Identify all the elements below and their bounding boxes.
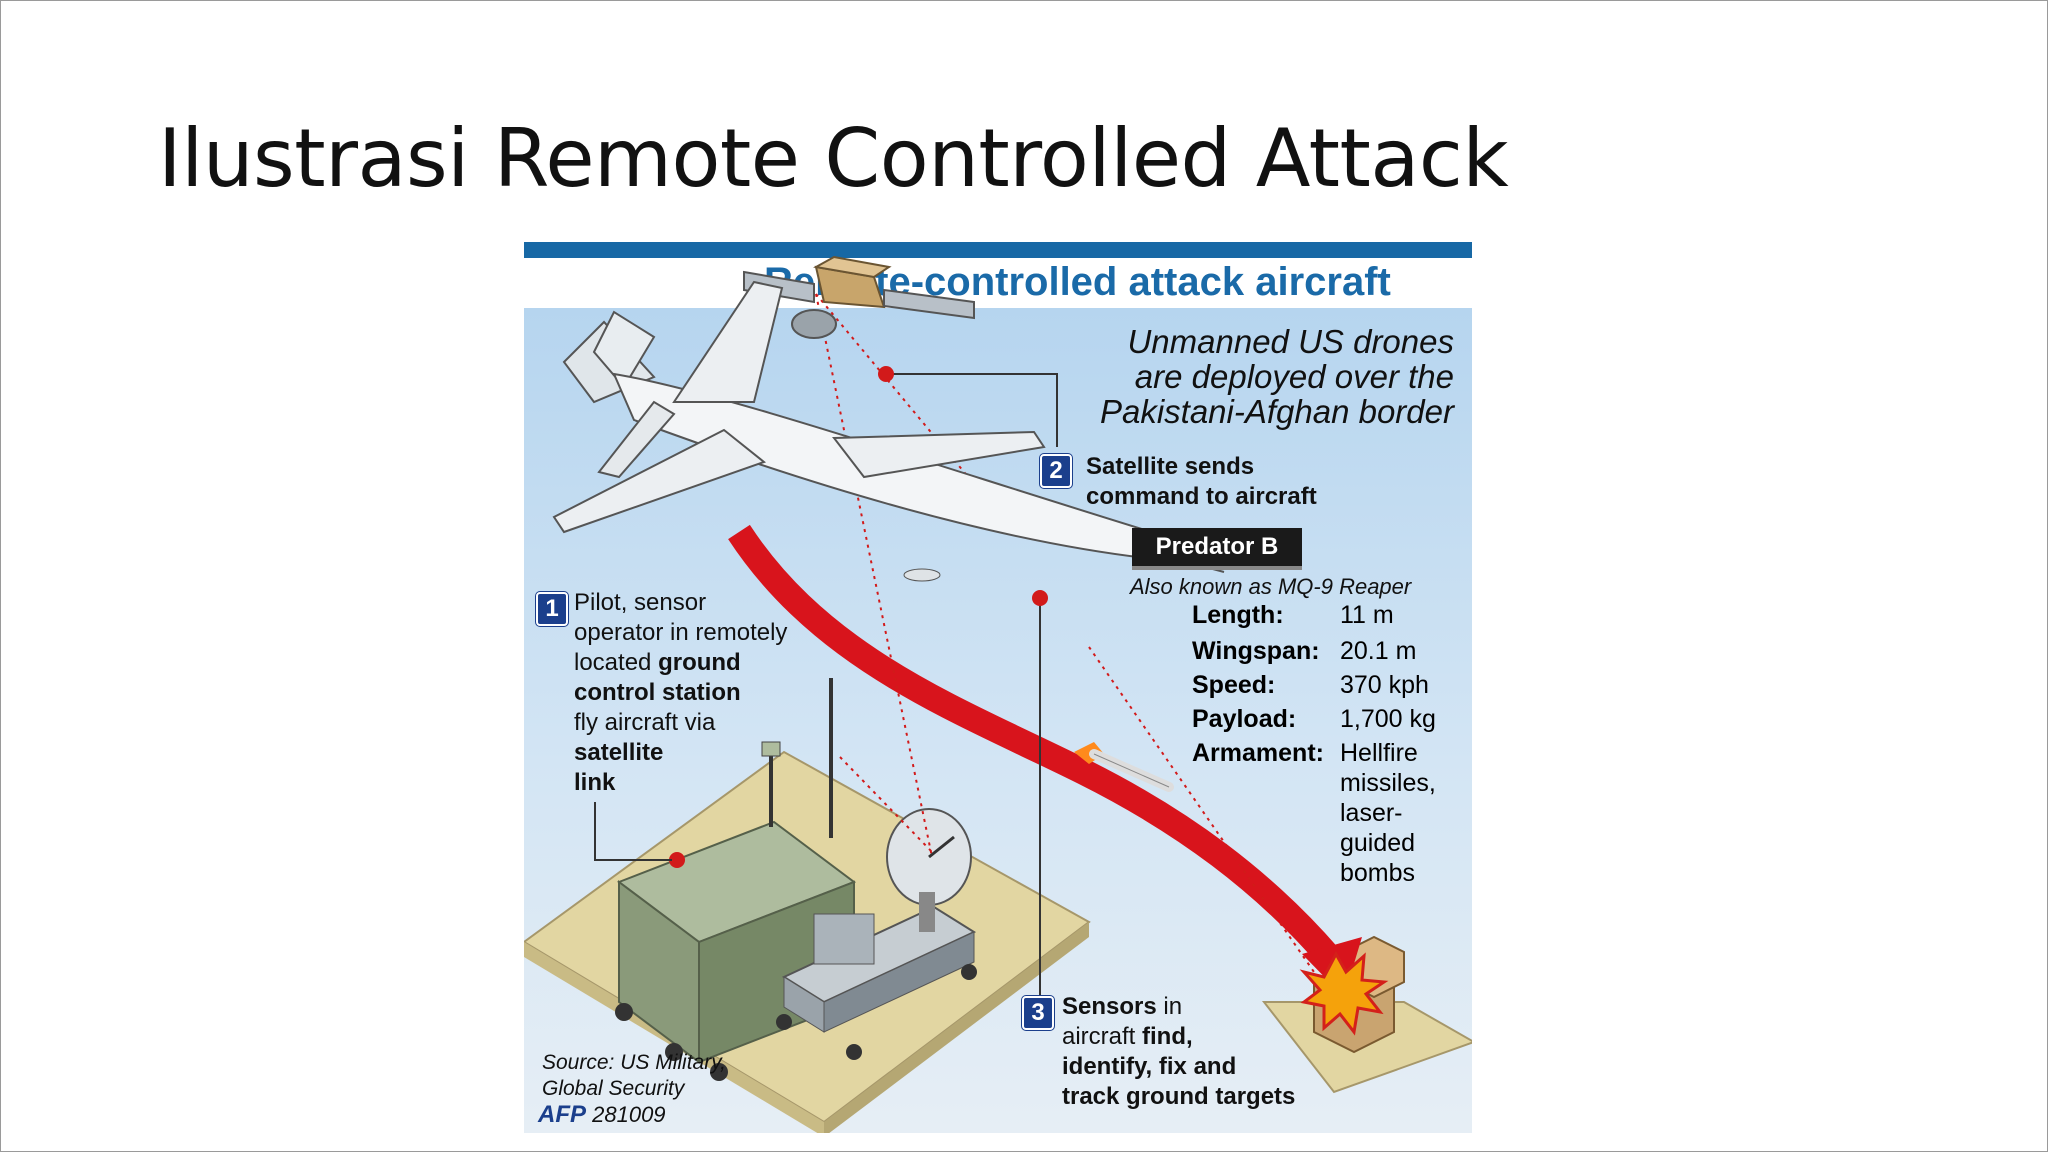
satellite-dish-trailer	[776, 808, 977, 1060]
infographic-subtitle: Unmanned US drones are deployed over the…	[1066, 324, 1454, 429]
target-building	[1261, 935, 1472, 1094]
step-1-line-7: link	[574, 769, 616, 796]
slide-title: Ilustrasi Remote Controlled Attack	[158, 112, 1509, 205]
step-1-line-6: satellite	[574, 739, 664, 766]
step-1-bold-text: ground	[658, 649, 741, 676]
satellite-marker	[878, 366, 894, 382]
aircraft-name-box: Predator B	[1132, 528, 1302, 570]
step-3-line-1: Sensors in	[1062, 992, 1182, 1022]
control-station-container	[615, 678, 857, 1081]
credit-line: AFP 281009	[538, 1102, 666, 1128]
explosion-burst	[1299, 950, 1389, 1036]
spec-label: Speed:	[1192, 671, 1276, 699]
step-3-bold-text: Sensors	[1062, 993, 1157, 1020]
spec-value: 370 kph	[1340, 671, 1429, 699]
subtitle-line-3: Pakistani-Afghan border	[1099, 393, 1454, 430]
ground-station-marker	[669, 852, 685, 868]
callout-leaders	[594, 373, 1058, 1002]
aircraft-sensor-marker	[1032, 590, 1048, 606]
spec-label: Length:	[1192, 601, 1284, 629]
step-3-text: in	[1156, 993, 1183, 1020]
spec-value: 20.1 m	[1340, 637, 1417, 665]
step-1-line-1: Pilot, sensor	[574, 589, 707, 616]
step-1-line-3: located ground	[574, 648, 741, 678]
step-1-line-2: operator in remotely	[574, 619, 788, 646]
aircraft-aka: Also known as MQ-9 Reaper	[1130, 574, 1412, 599]
spec-value: 11 m	[1340, 601, 1394, 629]
step-3-badge: 3	[1022, 996, 1054, 1030]
spec-value: 1,700 kg	[1340, 705, 1436, 733]
subtitle-line-2: are deployed over the	[1134, 358, 1454, 395]
drone-aircraft	[552, 280, 1225, 606]
afp-logo: AFP	[538, 1101, 586, 1128]
step-1-line-5: fly aircraft via	[574, 709, 716, 736]
step-3-line-4: track ground targets	[1062, 1083, 1296, 1110]
credit-code: 281009	[592, 1102, 666, 1127]
step-1-line-4: control station	[574, 679, 741, 706]
missile	[1074, 742, 1174, 792]
spec-label: Payload:	[1192, 705, 1297, 733]
illustration	[524, 255, 1472, 1133]
step-2-line-2: command to aircraft	[1086, 483, 1317, 510]
step-1-text: located	[574, 649, 652, 676]
source-line-1: Source: US Military,	[542, 1051, 726, 1074]
spec-label: Wingspan:	[1192, 637, 1320, 665]
step-1-badge: 1	[536, 592, 568, 626]
step-2-badge: 2	[1040, 454, 1072, 488]
satellite	[743, 255, 975, 382]
step-2-line-1: Satellite sends	[1086, 453, 1255, 480]
spec-armament-value: Hellfire missiles, laser-guided bombs	[1340, 739, 1436, 887]
signal-links	[815, 293, 1315, 973]
infographic: Remote-controlled attack aircraft	[524, 242, 1472, 1133]
spec-label: Armament:	[1192, 739, 1324, 767]
subtitle-line-1: Unmanned US drones	[1127, 323, 1454, 360]
step-3-line-3: identify, fix and	[1062, 1053, 1237, 1080]
source-line-2: Global Security	[542, 1077, 685, 1100]
infographic-top-bar	[524, 242, 1472, 258]
step-3-text: aircraft	[1062, 1023, 1143, 1050]
step-3-bold-text: find,	[1142, 1023, 1193, 1050]
step-3-line-2: aircraft find,	[1062, 1022, 1193, 1052]
attack-arrow	[728, 524, 1339, 966]
